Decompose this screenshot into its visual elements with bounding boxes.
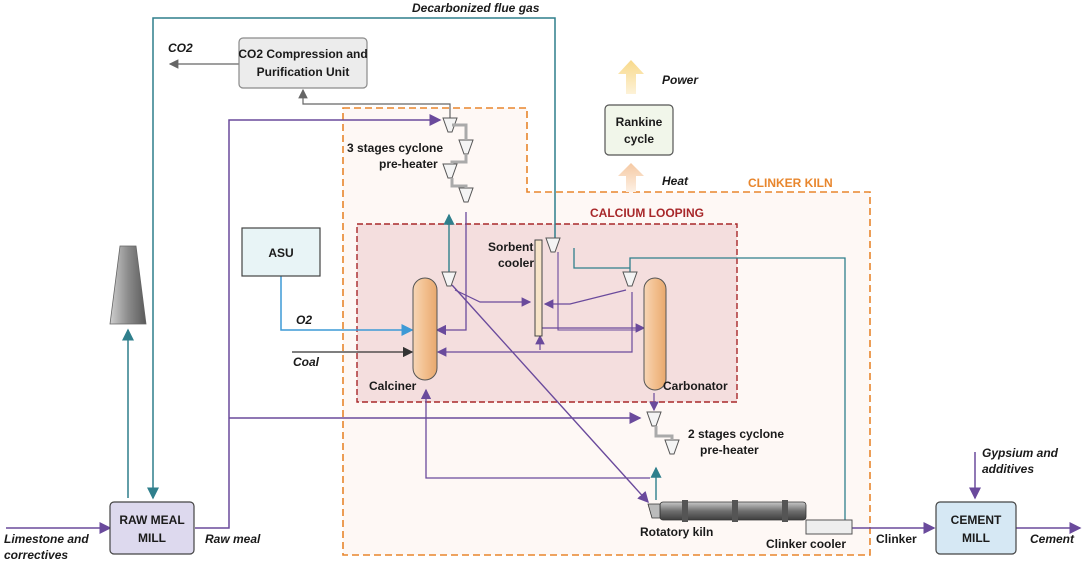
carbonator-to-calciner-line xyxy=(436,292,633,357)
sorbent-cooler-label-2: cooler xyxy=(498,256,534,270)
cyclone-preheater-3-stage xyxy=(442,117,474,203)
raw-meal-mill-label-1: RAW MEAL xyxy=(119,513,184,527)
preheater-to-ccpu-line xyxy=(298,88,451,118)
o2-line xyxy=(280,276,414,336)
clinker-cooler xyxy=(805,519,853,535)
rankine-label-2: cycle xyxy=(624,132,654,146)
rotary-kiln xyxy=(647,500,807,522)
heat-label: Heat xyxy=(662,174,689,188)
ccpu-box xyxy=(238,37,368,89)
cement-label: Cement xyxy=(1030,532,1075,546)
sorbent-cooler xyxy=(534,239,543,337)
power-label: Power xyxy=(662,73,699,87)
calcium-looping-label: CALCIUM LOOPING xyxy=(590,206,704,220)
cement-mill-label-2: MILL xyxy=(962,531,990,545)
cooler-loop-line xyxy=(557,252,640,331)
asu-box xyxy=(241,227,321,277)
preheater2-to-calciner-line xyxy=(420,388,650,479)
preheater2-label-2: pre-heater xyxy=(700,443,759,457)
rankine-box xyxy=(604,104,674,156)
o2-label: O2 xyxy=(296,313,312,327)
preheater3-label-1: 3 stages cyclone xyxy=(347,141,443,155)
preheater3-label-2: pre-heater xyxy=(379,157,438,171)
carbonator-reactor xyxy=(643,277,667,391)
carbonator-to-cooler-line xyxy=(573,248,630,269)
flue-gas-label: Decarbonized flue gas xyxy=(412,1,540,15)
clinker-cooler-label: Clinker cooler xyxy=(766,537,846,551)
cyclone-preheater-2-stage xyxy=(646,411,680,455)
calciner-to-kiln-line xyxy=(451,284,649,504)
sorbent-cooler-label-1: Sorbent xyxy=(488,240,533,254)
flue-gas-line xyxy=(147,17,556,500)
stack-icon xyxy=(109,245,147,325)
carbonator-label: Carbonator xyxy=(663,379,728,393)
raw-meal-mill-box xyxy=(109,501,195,555)
limestone-label-1: Limestone and xyxy=(4,532,89,546)
cement-mill-label-1: CEMENT xyxy=(951,513,1002,527)
preheater2-label-1: 2 stages cyclone xyxy=(688,427,784,441)
coal-label: Coal xyxy=(293,355,320,369)
power-arrow-icon xyxy=(618,60,644,94)
rankine-label-1: Rankine xyxy=(616,115,663,129)
calciner-reactor xyxy=(412,277,438,381)
raw-meal-mill-label-2: MILL xyxy=(138,531,166,545)
preheater3-to-calciner-line xyxy=(435,212,467,336)
co2-label: CO2 xyxy=(168,41,193,55)
carbonator-gas-line xyxy=(629,257,846,525)
calciner-label: Calciner xyxy=(369,379,417,393)
raw-meal-to-preheater3-line xyxy=(195,114,442,529)
calciner-cyclone-icon xyxy=(441,271,457,287)
cement-mill-box xyxy=(935,501,1017,555)
gypsum-label-2: additives xyxy=(982,462,1034,476)
carbonator-to-cooler-solids-line xyxy=(543,289,627,309)
gypsum-label-1: Gypsium and xyxy=(982,446,1059,460)
heat-arrow-icon xyxy=(618,163,644,192)
clinker-kiln-label: CLINKER KILN xyxy=(748,176,833,190)
asu-label: ASU xyxy=(268,246,293,260)
calciner-to-cooler-line xyxy=(454,289,532,307)
rotary-kiln-label: Rotatory kiln xyxy=(640,525,713,539)
carbonator-cyclone-icon xyxy=(622,271,638,287)
limestone-label-2: correctives xyxy=(4,548,68,562)
sorbent-cooler-cyclone-icon xyxy=(545,237,561,253)
ccpu-label-1: CO2 Compression and xyxy=(238,47,367,61)
raw-meal-label: Raw meal xyxy=(205,532,261,546)
ccpu-label-2: Purification Unit xyxy=(257,65,350,79)
clinker-label: Clinker xyxy=(876,532,917,546)
